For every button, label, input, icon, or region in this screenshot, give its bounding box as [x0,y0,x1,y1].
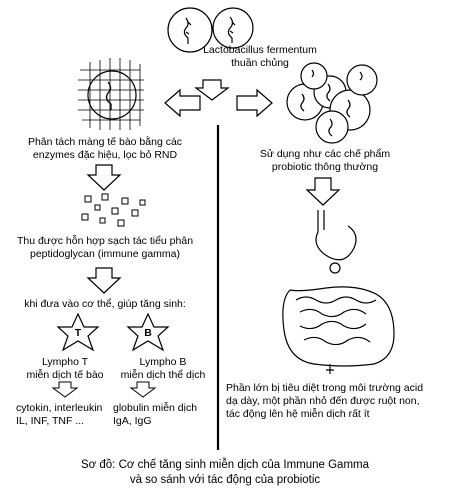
bacteria-cluster-right [286,62,378,144]
right-result-line2: dạ dày, một phần nhỏ đến được ruột non, [226,395,420,407]
left-step2-text: Thu được hỗn hợp sạch tác tiểu phân pept… [5,235,205,261]
caption-line2: và so sánh với tác động của probiotic [129,474,321,486]
lympho-t-star [56,312,100,352]
left-step2-line2: peptidoglycan (immune gamma) [30,248,180,260]
lympho-b-line2: miễn dịch thể dịch [120,369,206,381]
arrow-down-right [305,177,341,206]
bacteria-illustration-top [167,7,254,53]
lympho-t-output-line1: cytokin, interleukin [16,402,103,414]
bacteria-label-line2: thuần chủng [231,57,289,69]
right-step1-text: Sử dụng như các chế phẩm probiotic thông… [250,148,400,174]
lympho-t-line2: miễn dịch tế bào [26,369,104,381]
arrow-down-left-2 [86,267,122,294]
right-result-text: Phần lớn bị tiêu diệt trong môi trường a… [226,382,423,421]
lympho-b-output-line2: IgA, IgG [113,415,152,427]
right-step1-line1: Sử dụng như các chế phẩm [259,148,391,160]
lympho-t-label: Lympho T miễn dịch tế bào [10,356,120,382]
lysed-cell-illustration [78,58,144,130]
lympho-b-output-line1: globulin miễn dịch [113,402,198,414]
left-step1-line2: enzymes đặc hiệu, lọc bỏ RND [32,149,178,161]
lympho-t-letter: T [74,327,82,339]
left-step3-text: khi đưa vào cơ thể, giúp tăng sinh: [5,298,205,311]
arrow-down-t [51,381,79,398]
lympho-t-output: cytokin, interleukin IL, INF, TNF ... [16,402,102,428]
bacteria-label: Lactobacillus fermentum thuần chủng [200,44,320,70]
lympho-t-output-line2: IL, INF, TNF ... [16,415,85,427]
arrow-down-top [194,79,230,101]
left-step2-line1: Thu được hỗn hợp sạch tác tiểu phân [16,235,194,247]
lympho-b-line1: Lympho B [139,356,187,368]
right-step1-line2: probiotic thông thường [271,161,379,173]
arrow-down-left-1 [86,164,122,191]
right-result-line1: Phần lớn bị tiêu diệt trong môi trường a… [226,382,424,394]
arrow-left [164,88,201,118]
arrow-right [236,88,273,118]
lympho-t-line1: Lympho T [41,356,89,368]
diagram-caption: Sơ đồ: Cơ chế tăng sinh miễn dịch của Im… [0,458,450,488]
arrow-down-b [129,381,157,398]
left-step1-line1: Phân tách màng tế bào bằng các [27,136,183,148]
lympho-b-letter: B [144,327,152,339]
lympho-b-label: Lympho B miễn dịch thể dịch [108,356,218,382]
right-result-line3: tác động lên hệ miễn dịch rất ít [226,408,370,420]
digestive-tract-illustration [282,210,395,374]
particles-illustration [81,193,146,227]
left-step3-line: khi đưa vào cơ thể, giúp tăng sinh: [24,298,186,310]
bacteria-label-line1: Lactobacillus fermentum [203,44,317,56]
lympho-b-star [126,312,170,352]
left-step1-text: Phân tách màng tế bào bằng các enzymes đ… [5,136,205,162]
lympho-b-output: globulin miễn dịch IgA, IgG [113,402,197,428]
caption-line1: Sơ đồ: Cơ chế tăng sinh miễn dịch của Im… [80,459,370,471]
